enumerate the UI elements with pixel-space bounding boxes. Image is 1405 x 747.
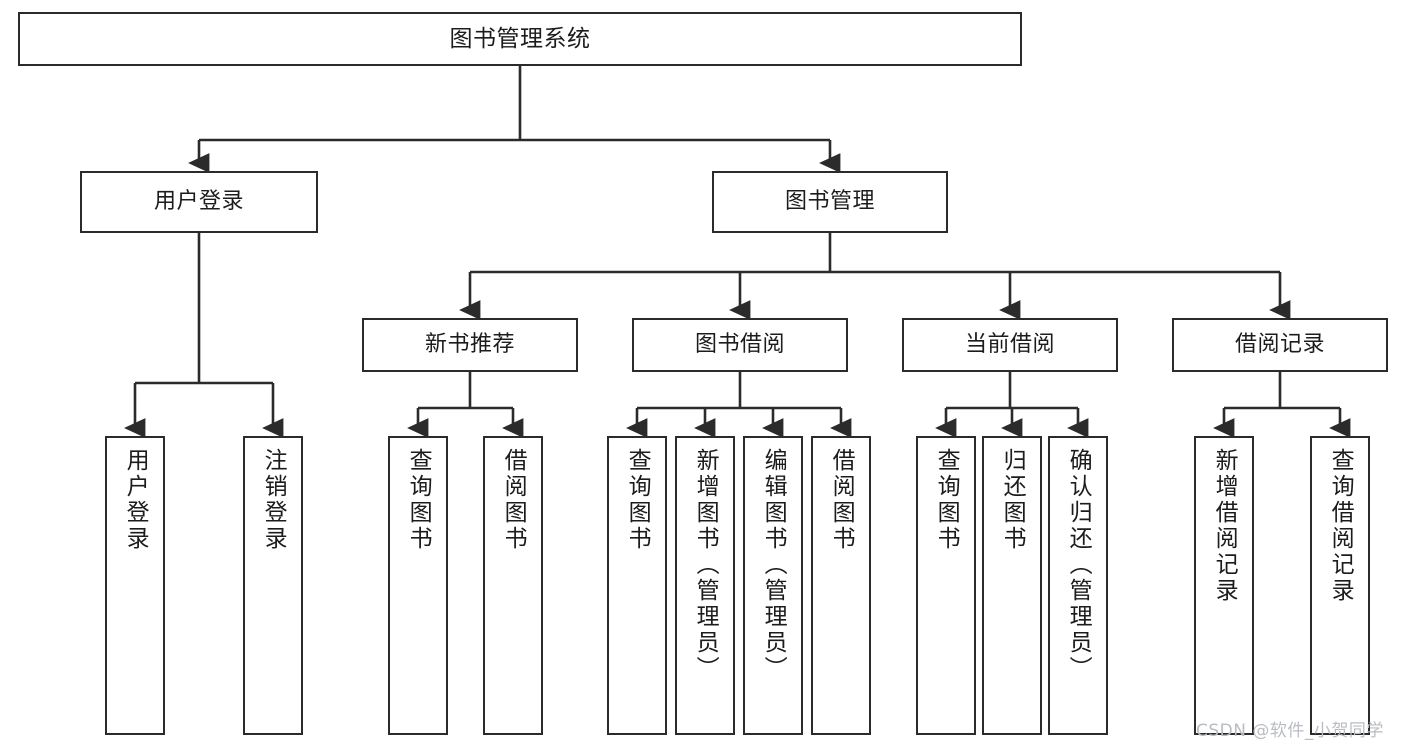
node-label: 注销登录	[260, 448, 287, 552]
node-leaf-logout-login[interactable]: 注销登录	[243, 436, 303, 735]
node-borrow-record[interactable]: 借阅记录	[1172, 318, 1388, 372]
node-leaf-query-book-3[interactable]: 查询图书	[916, 436, 976, 735]
node-leaf-edit-book-admin[interactable]: 编辑图书（管理员）	[743, 436, 803, 735]
csdn-watermark: CSDN @软件_小贺同学	[1196, 721, 1384, 741]
node-leaf-query-borrow-record[interactable]: 查询借阅记录	[1310, 436, 1370, 735]
node-leaf-borrow-book-1[interactable]: 借阅图书	[483, 436, 543, 735]
node-label: 当前借阅	[964, 331, 1055, 357]
node-current-borrow[interactable]: 当前借阅	[902, 318, 1118, 372]
node-label: 查询借阅记录	[1327, 448, 1354, 604]
node-new-book-recommend[interactable]: 新书推荐	[362, 318, 578, 372]
node-leaf-user-login[interactable]: 用户登录	[105, 436, 165, 735]
node-book-management[interactable]: 图书管理	[712, 171, 948, 233]
node-label: 新书推荐	[424, 331, 515, 357]
node-label: 新增借阅记录	[1211, 448, 1238, 604]
node-label: 用户登录	[122, 448, 149, 552]
node-label: 图书管理	[784, 188, 875, 214]
node-label: 编辑图书（管理员）	[760, 448, 787, 682]
node-label: 查询图书	[933, 448, 960, 552]
node-book-borrow[interactable]: 图书借阅	[632, 318, 848, 372]
node-root-book-management-system[interactable]: 图书管理系统	[18, 12, 1022, 66]
node-leaf-borrow-book-2[interactable]: 借阅图书	[811, 436, 871, 735]
node-leaf-query-book-1[interactable]: 查询图书	[388, 436, 448, 735]
node-label: 用户登录	[153, 188, 244, 214]
node-label: 新增图书（管理员）	[692, 448, 719, 682]
node-label: 查询图书	[405, 448, 432, 552]
node-label: 借阅记录	[1234, 331, 1325, 357]
node-label: 图书借阅	[694, 331, 785, 357]
node-leaf-return-book[interactable]: 归还图书	[982, 436, 1042, 735]
node-label: 查询图书	[624, 448, 651, 552]
node-user-login[interactable]: 用户登录	[80, 171, 318, 233]
node-label: 借阅图书	[828, 448, 855, 552]
node-leaf-confirm-return-admin[interactable]: 确认归还（管理员）	[1048, 436, 1108, 735]
node-label: 归还图书	[999, 448, 1026, 552]
node-leaf-add-borrow-record[interactable]: 新增借阅记录	[1194, 436, 1254, 735]
node-label: 借阅图书	[500, 448, 527, 552]
node-leaf-add-book-admin[interactable]: 新增图书（管理员）	[675, 436, 735, 735]
node-leaf-query-book-2[interactable]: 查询图书	[607, 436, 667, 735]
node-label: 图书管理系统	[449, 25, 591, 52]
node-label: 确认归还（管理员）	[1065, 448, 1092, 682]
